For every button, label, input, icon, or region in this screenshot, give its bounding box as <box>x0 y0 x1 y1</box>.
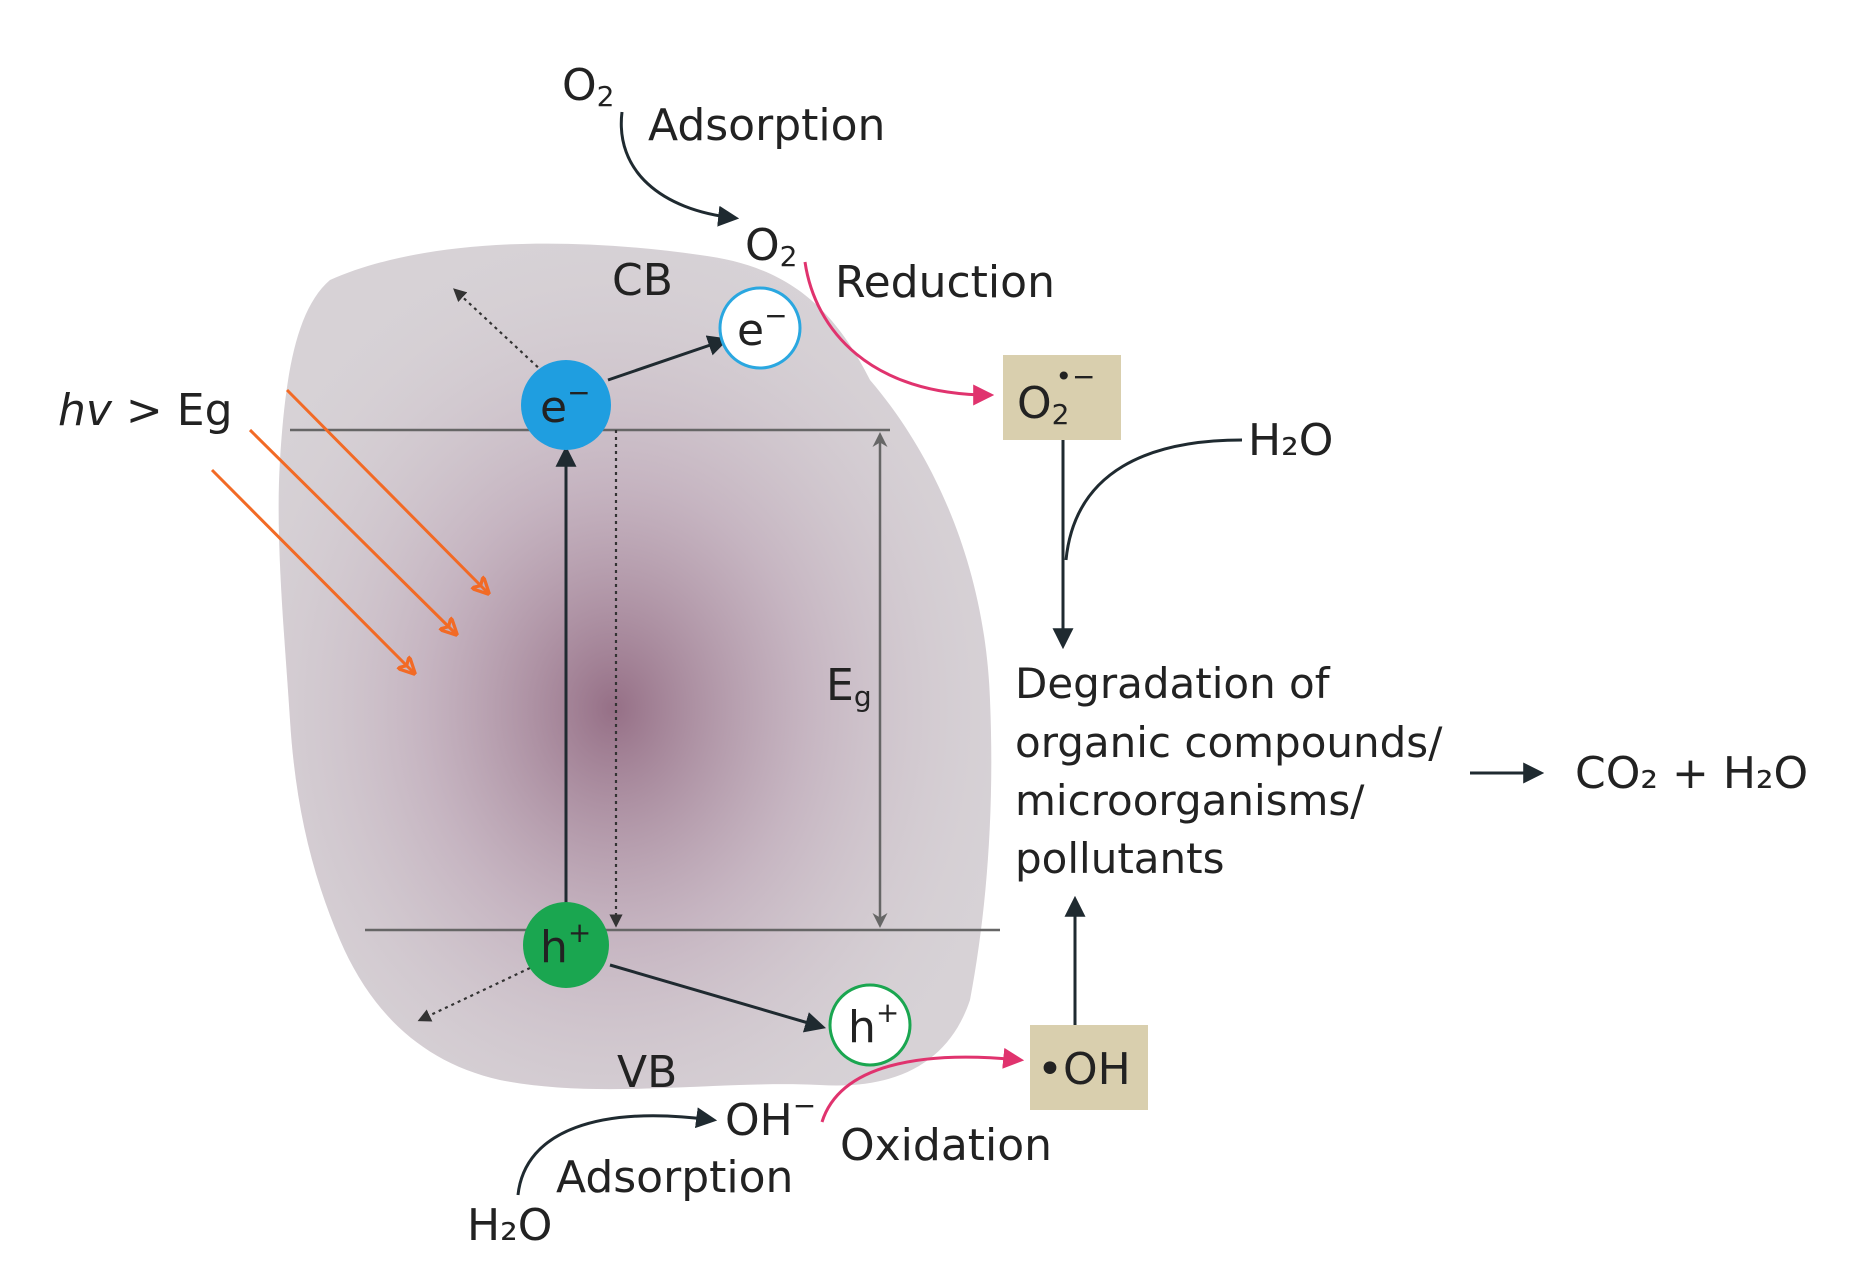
hole <box>523 902 609 988</box>
adsorption-bottom-label: Adsorption <box>556 1152 793 1203</box>
oxidation-arrow <box>820 1047 1025 1123</box>
hydroxyl-radical-label: •OH <box>1037 1044 1131 1095</box>
degradation-line-3: microorganisms/ <box>1015 776 1365 825</box>
reduction-arrow <box>803 261 995 406</box>
hydroxide-label: OH− <box>725 1089 816 1146</box>
light-label: hv > Eg <box>58 385 233 436</box>
light-ray-1 <box>285 388 487 592</box>
excited-electron-label: e− <box>540 376 591 433</box>
h2o-joining-curve <box>1064 438 1243 561</box>
band-gap-label: Eg <box>826 660 872 713</box>
particle-core <box>278 243 992 1090</box>
surface-electron-label: e− <box>737 299 788 356</box>
light-ray-2 <box>248 428 455 633</box>
o2-adsorption-arrow <box>619 111 740 227</box>
light-rays <box>210 388 487 672</box>
o2-surface-label: O2 <box>745 220 797 273</box>
vb-label: VB <box>617 1047 677 1098</box>
degradation-line-2: organic compounds/ <box>1015 718 1443 767</box>
h2o-adsorption-arrow <box>516 1107 718 1196</box>
superoxide-box <box>1003 355 1121 440</box>
reduction-label: Reduction <box>835 257 1055 308</box>
oxidation-label: Oxidation <box>840 1120 1052 1171</box>
electron-migration-arrow <box>607 335 729 382</box>
excited-electron <box>521 360 611 450</box>
surface-hole <box>828 983 912 1067</box>
electron-escape-arrow <box>453 288 544 373</box>
hole-migration-arrow <box>609 963 827 1033</box>
degradation-line-4: pollutants <box>1015 834 1225 883</box>
o2-gas-label: O2 <box>562 60 614 113</box>
light-ray-3 <box>210 468 413 672</box>
h2o-right-label: H₂O <box>1248 415 1333 466</box>
degradation-line-1: Degradation of <box>1015 659 1331 708</box>
surface-hole-label: h+ <box>848 996 899 1053</box>
superoxide-label: O2•− <box>1017 360 1095 431</box>
h2o-bottom-label: H₂O <box>467 1200 552 1251</box>
hole-label: h+ <box>540 916 591 973</box>
adsorption-top-label: Adsorption <box>648 100 885 151</box>
products-label: CO₂ + H₂O <box>1575 748 1808 799</box>
cb-label: CB <box>612 255 673 306</box>
hydroxyl-radical-box <box>1030 1025 1148 1110</box>
surface-electron <box>718 286 802 370</box>
